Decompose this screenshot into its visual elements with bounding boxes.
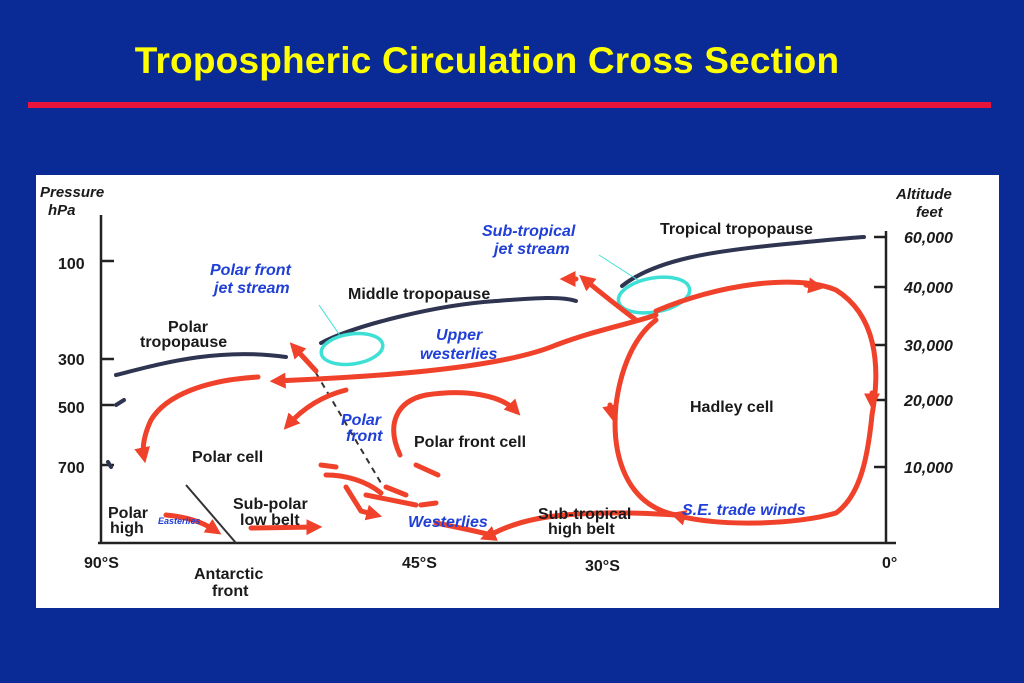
polar-cell-inflow-arrow: [283, 387, 349, 430]
subtropical-jet-arrow: [579, 274, 639, 323]
middle-tropopause-label: Middle tropopause: [348, 286, 490, 303]
upper-westerlies-label-2: westerlies: [420, 346, 497, 363]
slide-title: Tropospheric Circulation Cross Section: [134, 40, 840, 81]
latitude-tick: 30°S: [585, 558, 620, 575]
circulation-diagram: Pressure hPa Altitude feet 100 300 500 7…: [36, 175, 999, 608]
altitude-tick: 60,000: [904, 230, 953, 247]
polar-front-jet-label-2: jet stream: [212, 280, 290, 297]
polar-front-cell-arrow: [391, 390, 521, 458]
antarctic-front-label-2: front: [212, 583, 249, 600]
pressure-axis-title: Pressure: [40, 184, 104, 201]
subtropical-high-label-2: high belt: [548, 521, 615, 538]
polar-high-label: Polar: [108, 505, 148, 522]
latitude-tick: 0°: [882, 555, 897, 572]
polar-tropopause-line: [114, 352, 288, 377]
pressure-tick: 300: [58, 352, 85, 369]
altitude-tick: 30,000: [904, 338, 953, 355]
latitude-tick: 45°S: [402, 555, 437, 572]
polar-cell-label: Polar cell: [192, 449, 263, 466]
westerlies-label: Westerlies: [408, 514, 488, 531]
polar-high-label-2: high: [110, 520, 144, 537]
easterlies-label: Easterlies: [158, 516, 201, 526]
polar-front-label-2: front: [346, 428, 383, 445]
upper-westerlies-label: Upper: [436, 327, 483, 344]
altitude-axis-unit: feet: [916, 204, 944, 221]
polar-jet-outline: [319, 331, 385, 367]
easterlies-arrow: [163, 512, 222, 535]
pressure-axis-unit: hPa: [48, 202, 76, 219]
title-divider: [28, 102, 991, 108]
tropical-tropopause-label: Tropical tropopause: [660, 221, 813, 238]
pressure-tick: 500: [58, 400, 85, 417]
middle-tropopause-line: [319, 295, 578, 345]
subtropical-jet-label: Sub-tropical: [482, 223, 576, 240]
hadley-cell-label: Hadley cell: [690, 399, 774, 416]
upper-westerlies-arrow: [269, 312, 659, 389]
diagram-canvas: Pressure hPa Altitude feet 100 300 500 7…: [40, 184, 953, 600]
subtropical-outflow-arrow: [480, 510, 679, 541]
hadley-return-arrow: [612, 317, 679, 518]
polar-tropopause-label: Polar: [168, 319, 208, 336]
subpolar-low-label: Sub-polar: [233, 496, 308, 513]
polar-cell-descent-arrow: [134, 374, 261, 464]
subtropical-jet-label-2: jet stream: [492, 241, 570, 258]
hadley-upper-arrow: [653, 279, 879, 418]
se-trade-winds-label: S.E. trade winds: [682, 502, 806, 519]
polar-front-label: Polar: [341, 412, 382, 429]
antarctic-front-label: Antarctic: [194, 566, 263, 583]
subtropical-high-label: Sub-tropical: [538, 506, 631, 523]
polar-front-cell-label: Polar front cell: [414, 434, 526, 451]
polar-front-jet-label: Polar front: [210, 262, 292, 279]
altitude-axis-title: Altitude: [895, 186, 952, 203]
polar-tropopause-label-2: tropopause: [140, 334, 227, 351]
subpolar-low-label-2: low belt: [240, 512, 300, 529]
pressure-tick: 100: [58, 256, 85, 273]
altitude-tick: 10,000: [904, 460, 953, 477]
tropical-tropopause-line: [620, 235, 866, 288]
altitude-tick: 20,000: [903, 393, 953, 410]
subpolar-surface-arrow: [248, 519, 323, 536]
hadley-trade-wind-arrow: [669, 412, 875, 526]
antarctic-front-line: [185, 484, 237, 544]
pressure-tick: 700: [58, 460, 85, 477]
latitude-tick: 90°S: [84, 555, 119, 572]
altitude-tick: 40,000: [903, 280, 953, 297]
